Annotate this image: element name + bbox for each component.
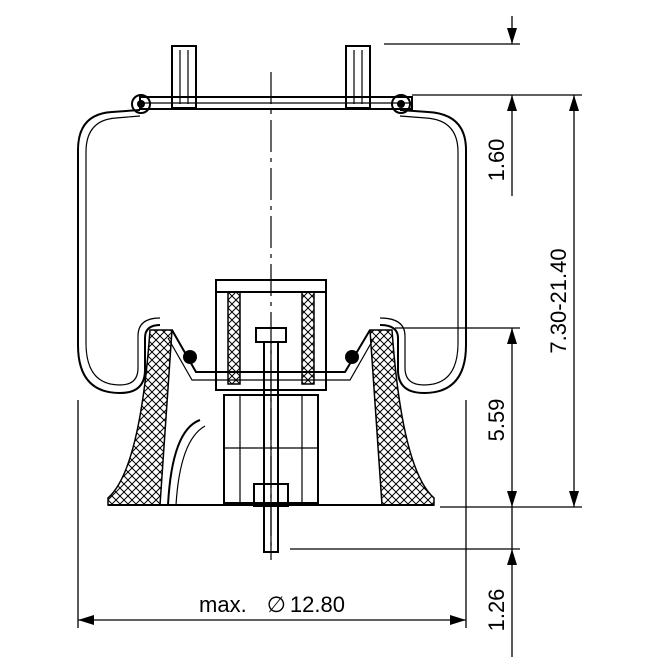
dimension-lines <box>78 16 579 657</box>
rubber-bellows <box>77 109 467 395</box>
diameter-symbol: ∅ <box>267 592 286 617</box>
dim-max-diameter: max. ∅12.80 <box>199 592 345 617</box>
top-bead-plate <box>131 94 413 114</box>
dim-stroke-range: 7.30-21.40 <box>546 248 571 353</box>
dim-top-height: 1.60 <box>484 139 509 182</box>
extension-lines <box>77 43 582 628</box>
dim-bottom-stud: 1.26 <box>484 589 509 632</box>
piston-body <box>107 329 435 506</box>
dim-max-value: 12.80 <box>290 592 345 617</box>
dim-max-prefix: max. <box>199 592 247 617</box>
dim-piston-height: 5.59 <box>484 399 509 442</box>
